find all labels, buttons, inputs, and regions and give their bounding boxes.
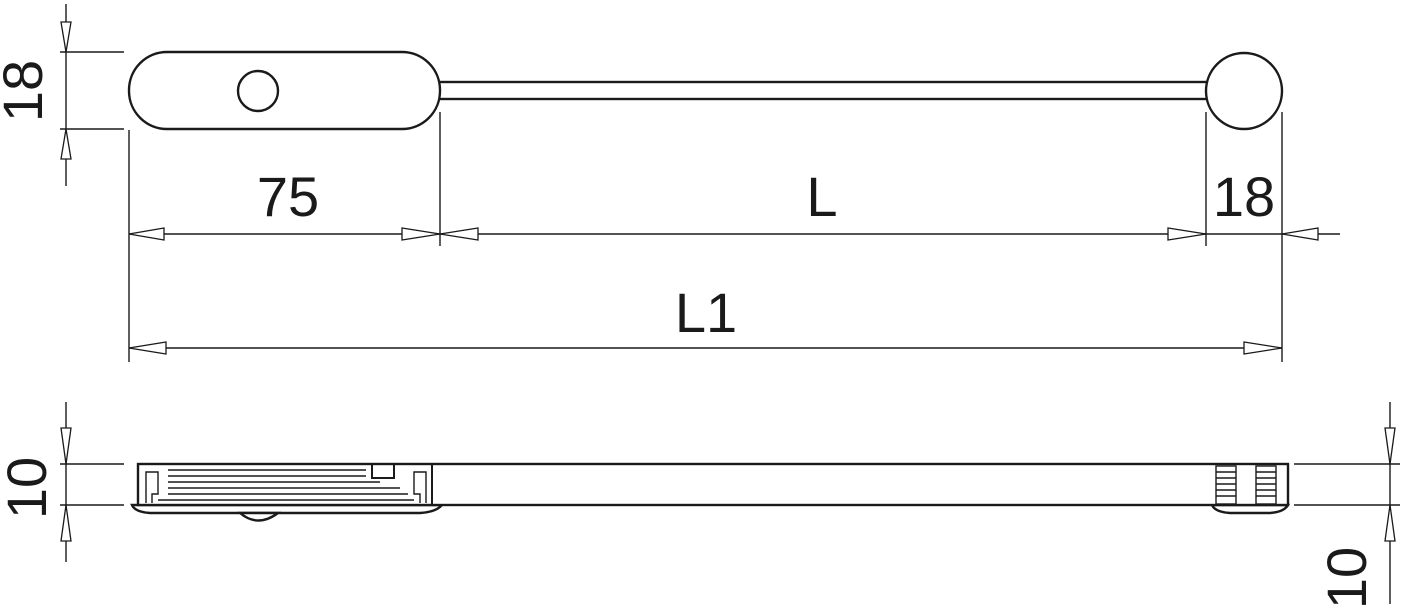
arrow-side-left-bottom	[60, 504, 72, 542]
knob-rib-left	[1215, 465, 1237, 505]
side-view: 10 10	[0, 402, 1400, 608]
arrow-height-top	[60, 21, 72, 53]
arrow-75-right	[401, 227, 441, 241]
arrow-L-left	[439, 227, 479, 241]
dim-total-length-label: L1	[675, 281, 737, 344]
arrow-L1-right	[1243, 341, 1283, 355]
arrow-L1-left	[128, 341, 167, 355]
arrow-side-right-top	[1384, 427, 1396, 465]
knob-foot	[1210, 503, 1291, 515]
arrow-knob-right	[1281, 227, 1319, 241]
dim-height-label: 18	[0, 60, 54, 122]
arrow-height-bottom	[60, 128, 72, 160]
rod	[434, 80, 1214, 101]
handle-bump	[236, 511, 282, 522]
arrow-L-right	[1167, 227, 1207, 241]
knob-rib-right	[1255, 465, 1277, 505]
arrow-side-right-bottom	[1384, 504, 1396, 542]
knob	[1204, 51, 1284, 131]
dim-rod-length-label: L	[806, 165, 837, 228]
handle-foot	[130, 503, 445, 515]
handle-plate	[127, 50, 442, 131]
dim-right-height-label: 10	[1315, 547, 1378, 608]
dim-knob-diameter-label: 18	[1213, 165, 1275, 228]
housing-inner-frame-right	[413, 471, 427, 503]
top-view: 18 75 L 18 L1	[0, 4, 1340, 362]
handle-housing	[137, 463, 433, 505]
dim-handle-length-label: 75	[257, 165, 319, 228]
handle-hole	[236, 69, 280, 113]
housing-inner-frame	[145, 471, 159, 503]
dim-left-height-label: 10	[0, 457, 58, 519]
arrow-75-left	[128, 227, 165, 241]
arrow-side-left-top	[60, 427, 72, 465]
